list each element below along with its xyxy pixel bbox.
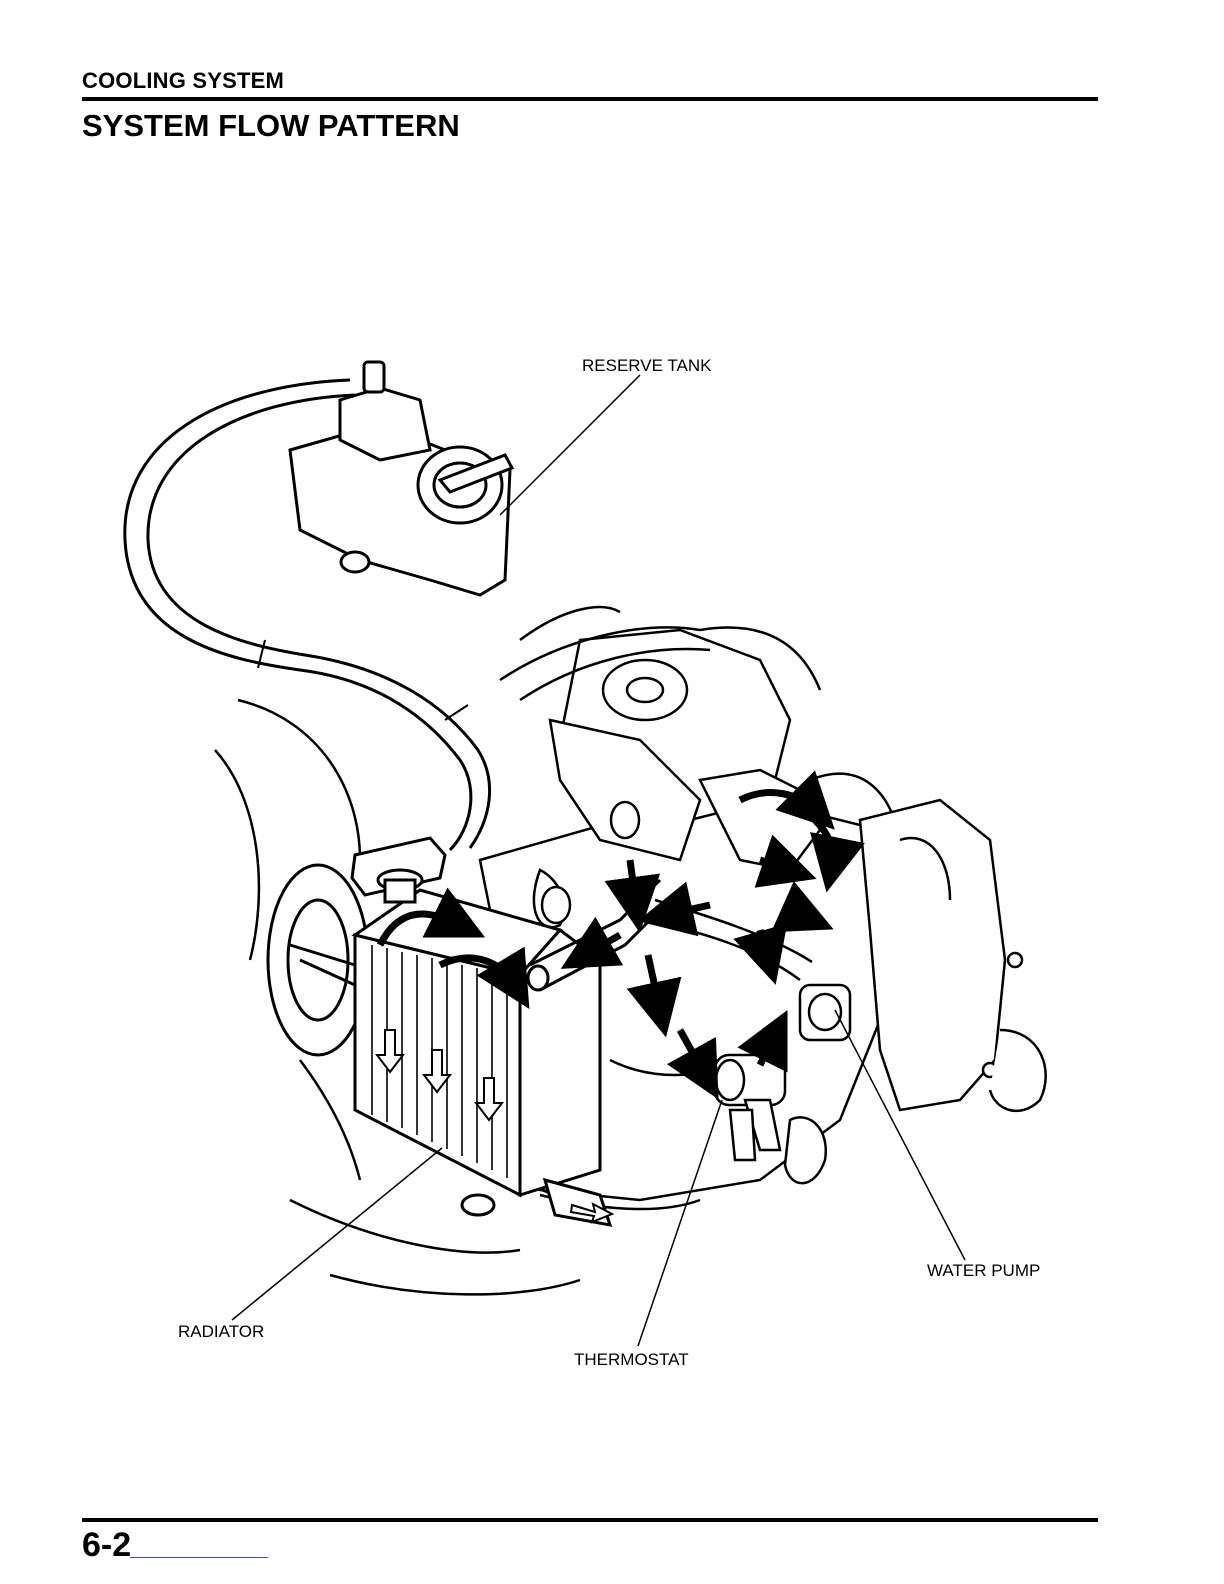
link-underline (130, 1557, 268, 1558)
air-box (860, 800, 1046, 1111)
page-number: 6-2 (82, 1526, 131, 1565)
callout-radiator: RADIATOR (178, 1322, 264, 1342)
callout-water-pump: WATER PUMP (927, 1261, 1040, 1281)
callout-thermostat: THERMOSTAT (574, 1350, 689, 1370)
bottom-rule (82, 1518, 1098, 1522)
fan-housing (268, 865, 368, 1055)
callout-reserve-tank: RESERVE TANK (582, 356, 711, 376)
